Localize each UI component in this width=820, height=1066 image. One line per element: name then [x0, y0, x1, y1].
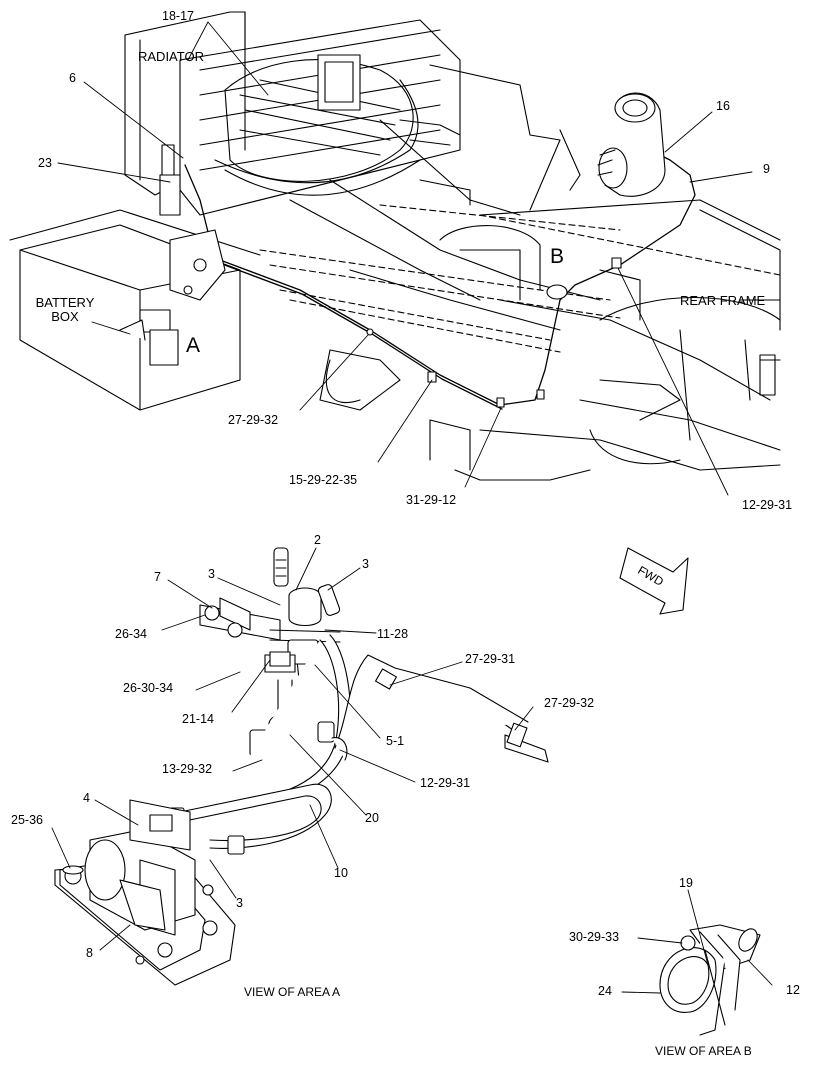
- air-intake-elbow: [597, 92, 666, 197]
- callout-3-a: 3: [208, 567, 215, 581]
- callout-21-14: 21-14: [182, 712, 214, 726]
- callout-11-28: 11-28: [377, 627, 409, 641]
- leader-lines-view-a: [51, 547, 534, 951]
- callout-5-1: 5-1: [386, 734, 405, 748]
- callout-25-36: 25-36: [11, 813, 43, 827]
- callout-31-29-12: 31-29-12: [406, 493, 457, 507]
- callout-15-29-22-35: 15-29-22-35: [289, 473, 358, 487]
- callout-18-17: 18-17: [162, 9, 194, 23]
- view-area-b-assembly: [659, 924, 761, 1036]
- callout-24: 24: [598, 984, 612, 998]
- radiator-label: RADIATOR: [138, 49, 204, 64]
- leader-lines-top: [57, 21, 753, 496]
- callout-13-29-32: 13-29-32: [162, 762, 213, 776]
- callout-4: 4: [83, 791, 90, 805]
- callout-26-34: 26-34: [115, 627, 147, 641]
- callout-30-29-33: 30-29-33: [569, 930, 620, 944]
- callout-9: 9: [763, 162, 770, 176]
- callout-7: 7: [154, 570, 161, 584]
- view-area-a-assembly: [54, 547, 549, 986]
- callout-8: 8: [86, 946, 93, 960]
- callout-6: 6: [69, 71, 76, 85]
- callout-23: 23: [38, 156, 52, 170]
- machine-frame: [289, 64, 781, 481]
- battery-box-label-line2: BOX: [51, 309, 79, 324]
- battery-box-label-line1: BATTERY: [35, 295, 95, 310]
- callout-3-c: 3: [236, 896, 243, 910]
- callout-19: 19: [679, 876, 693, 890]
- callout-12-29-31-bottom: 12-29-31: [420, 776, 471, 790]
- callout-2: 2: [314, 533, 321, 547]
- callout-16: 16: [716, 99, 730, 113]
- callout-10: 10: [334, 866, 348, 880]
- callout-27-29-32-top: 27-29-32: [228, 413, 279, 427]
- callout-27-29-31: 27-29-31: [465, 652, 516, 666]
- radiator: [124, 11, 461, 216]
- area-a-component: [119, 144, 226, 366]
- view-area-a-caption: VIEW OF AREA A: [244, 985, 341, 999]
- area-b-marker: B: [550, 245, 565, 268]
- leader-lines-view-b: [621, 889, 773, 994]
- area-a-marker: A: [186, 334, 201, 357]
- callout-26-30-34: 26-30-34: [123, 681, 174, 695]
- fwd-arrow: [619, 547, 689, 615]
- callout-20: 20: [365, 811, 379, 825]
- rear-frame-label: REAR FRAME: [680, 293, 766, 308]
- callout-3-b: 3: [362, 557, 369, 571]
- callout-12: 12: [786, 983, 800, 997]
- callout-27-29-32-bottom: 27-29-32: [544, 696, 595, 710]
- view-area-b-caption: VIEW OF AREA B: [655, 1044, 752, 1058]
- callout-12-29-31-top: 12-29-31: [742, 498, 793, 512]
